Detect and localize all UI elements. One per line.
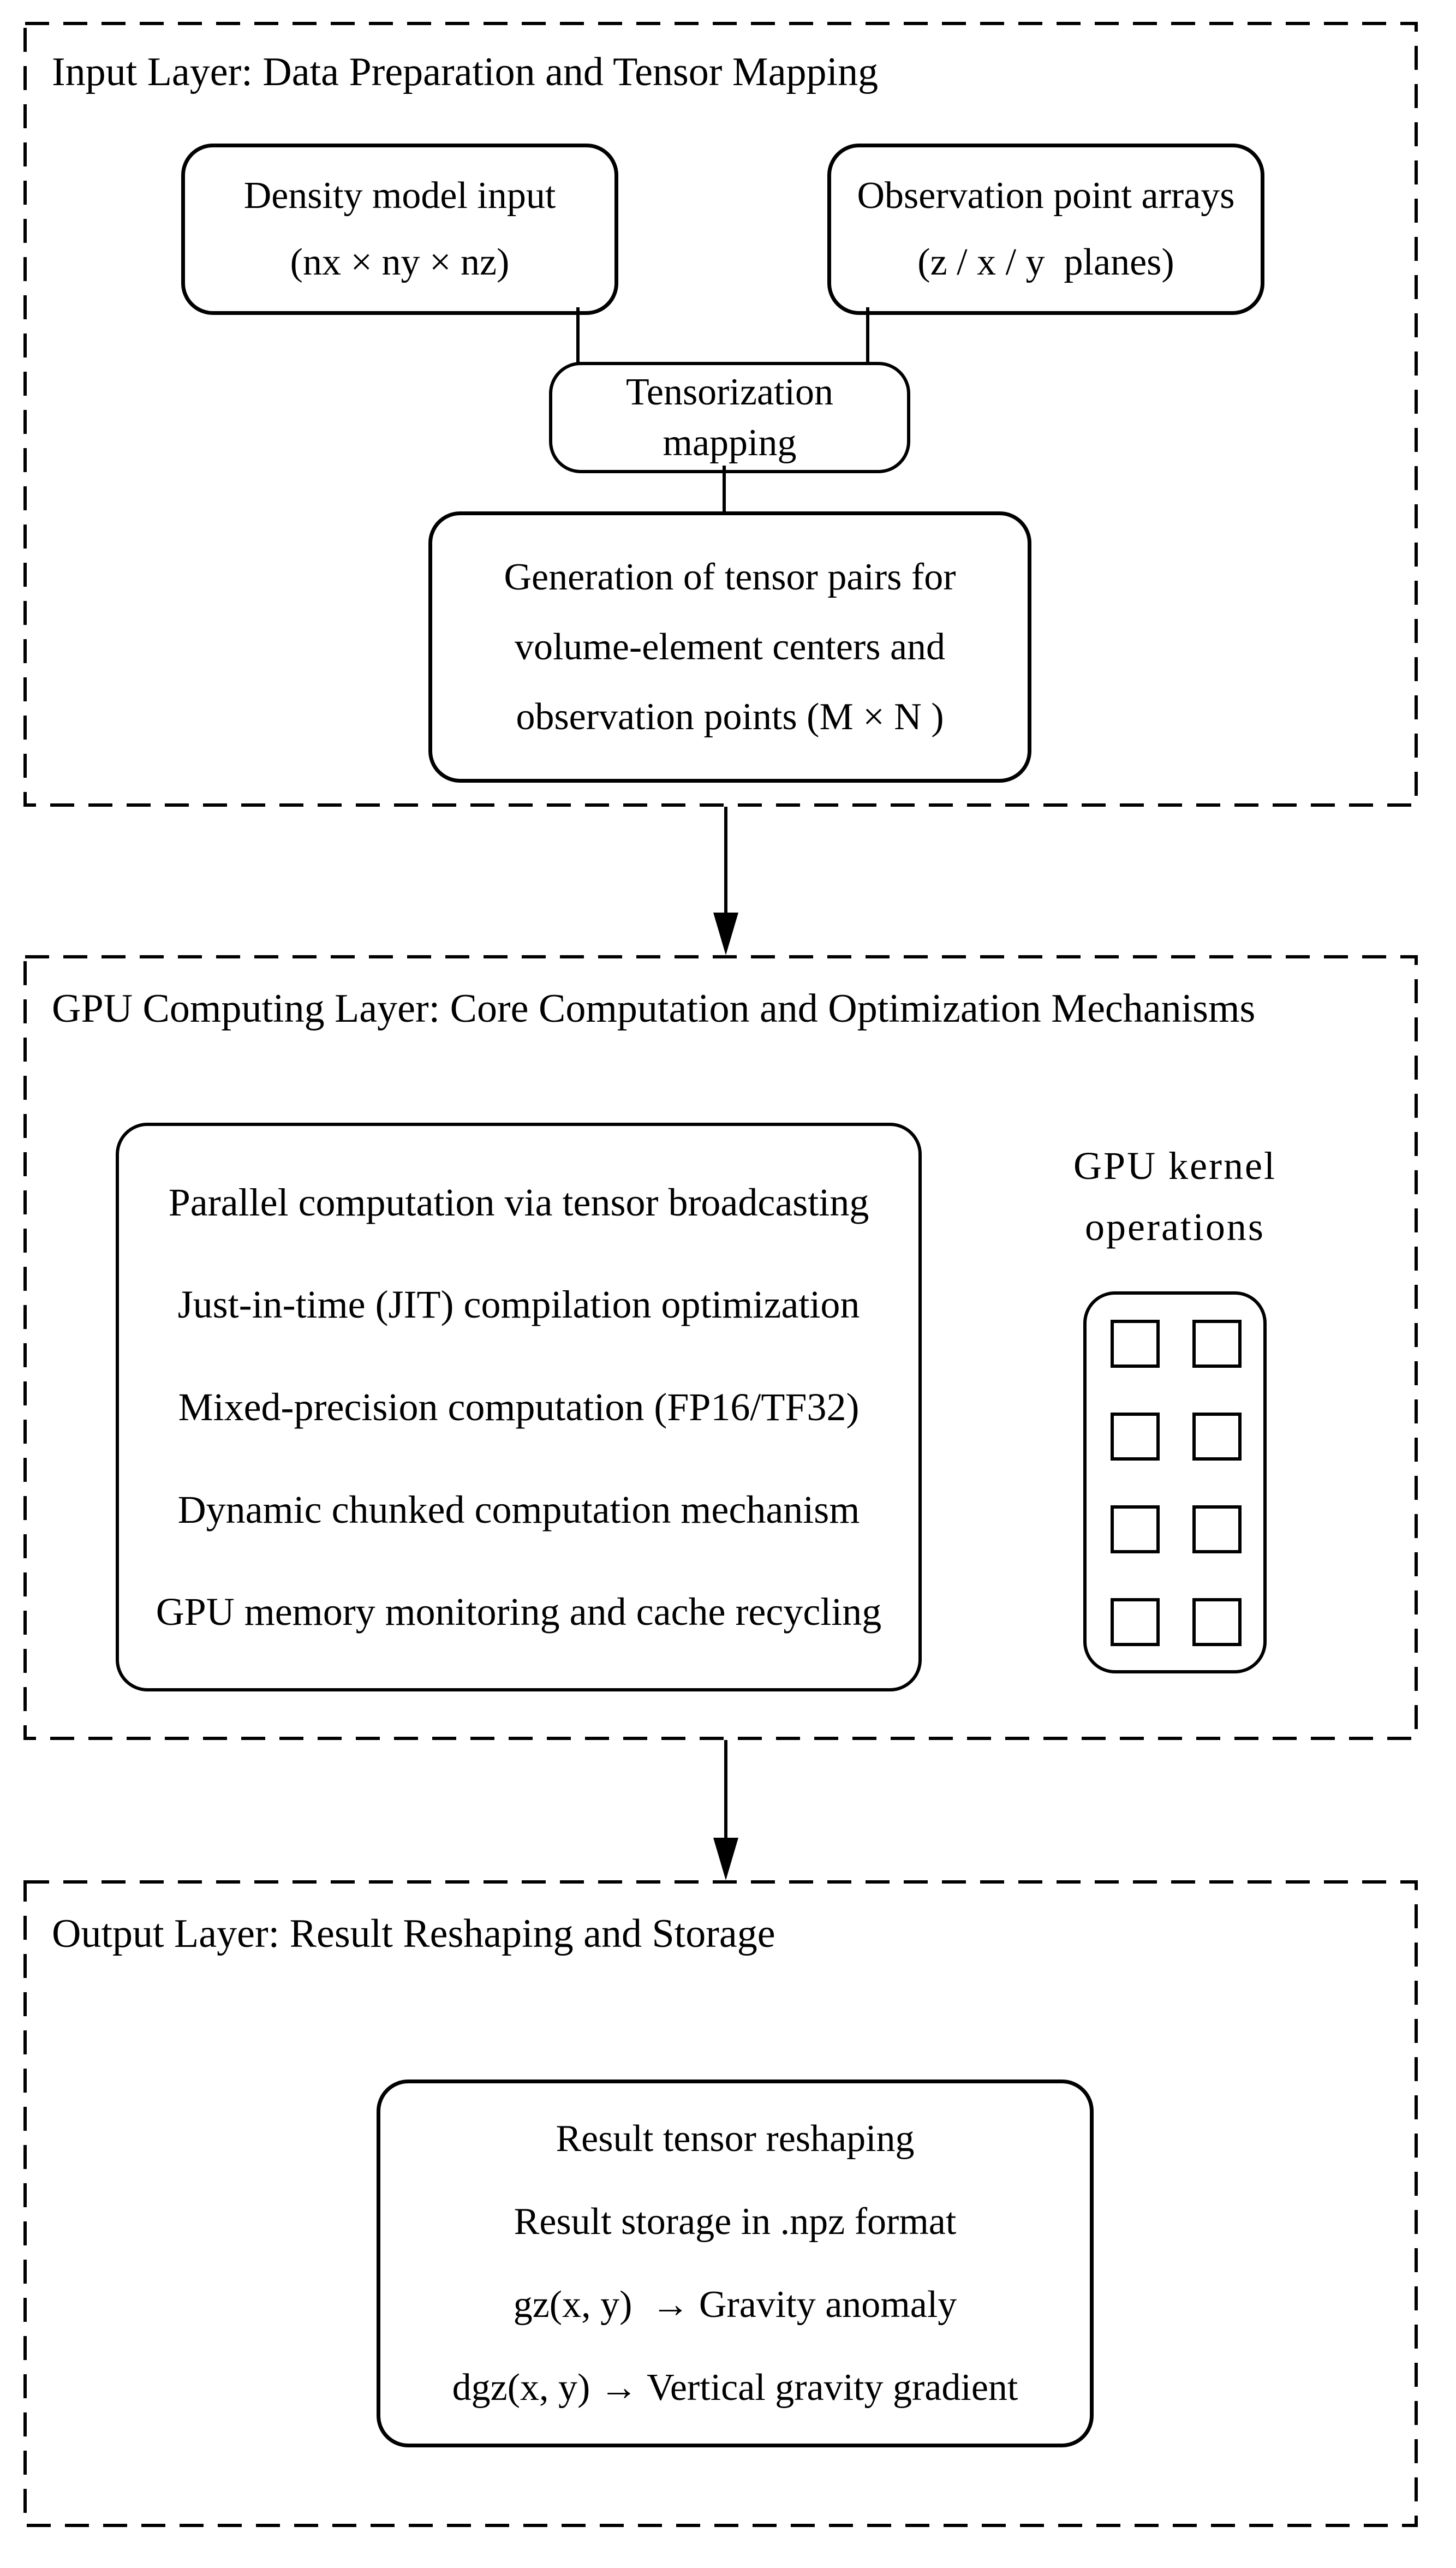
observation-node-line2: (z / x / y planes) (917, 241, 1174, 283)
gpu-layer-title: GPU Computing Layer: Core Computation an… (52, 986, 1256, 1031)
output-layer-title: Output Layer: Result Reshaping and Stora… (52, 1911, 775, 1956)
gpu-optimizations-node: Parallel computation via tensor broadcas… (116, 1123, 922, 1691)
gpu-core-cell-icon (1111, 1413, 1160, 1461)
tensorization-node-line1: Tensorization (626, 371, 833, 413)
gpu-optimization-item: GPU memory monitoring and cache recyclin… (156, 1590, 882, 1634)
result-node-line1: Result tensor reshaping (556, 2118, 915, 2160)
connector-observation-to-tensorization (866, 307, 869, 363)
density-node-line1: Density model input (243, 175, 556, 217)
flow-arrow-gpu-to-output-head-icon (713, 1838, 738, 1880)
gpu-chip-icon (1083, 1291, 1267, 1673)
connector-density-to-tensorization (576, 307, 580, 363)
output-layer-section: Output Layer: Result Reshaping and Stora… (23, 1880, 1418, 2527)
result-node-line4: dgz(x, y) → Vertical gravity gradient (452, 2367, 1018, 2409)
connector-tensorization-to-generation (723, 466, 726, 513)
gpu-optimization-item: Parallel computation via tensor broadcas… (168, 1180, 869, 1224)
generation-node-line1: Generation of tensor pairs for (504, 556, 956, 598)
gpu-core-cell-icon (1192, 1505, 1242, 1553)
flow-arrow-gpu-to-output-shaft (724, 1740, 727, 1839)
gpu-optimization-item: Dynamic chunked computation mechanism (177, 1487, 860, 1532)
gpu-core-cell-icon (1111, 1505, 1160, 1553)
generation-node-line3: observation points (M × N ) (516, 695, 944, 738)
flow-arrow-input-to-gpu-shaft (724, 807, 727, 914)
input-layer-section: Input Layer: Data Preparation and Tensor… (23, 22, 1418, 807)
gpu-core-cell-icon (1192, 1413, 1242, 1461)
gpu-kernel-operations-label: GPU kernel operations (1006, 1135, 1344, 1258)
generation-node-line2: volume-element centers and (514, 625, 946, 668)
tensorization-node-line2: mapping (663, 422, 797, 464)
tensor-pair-generation-node: Generation of tensor pairs for volume-el… (428, 511, 1031, 783)
gpu-core-cell-icon (1192, 1598, 1242, 1646)
gpu-kernel-label-line2: operations (1085, 1205, 1265, 1249)
gpu-core-cell-icon (1111, 1320, 1160, 1368)
flow-arrow-input-to-gpu-head-icon (713, 913, 738, 955)
gpu-optimization-item: Just-in-time (JIT) compilation optimizat… (177, 1283, 860, 1327)
gpu-kernel-label-line1: GPU kernel (1073, 1144, 1276, 1188)
gpu-core-cell-icon (1111, 1598, 1160, 1646)
density-model-input-node: Density model input (nx × ny × nz) (181, 144, 618, 315)
observation-point-arrays-node: Observation point arrays (z / x / y plan… (827, 144, 1264, 315)
tensorization-mapping-node: Tensorization mapping (549, 362, 910, 473)
gpu-core-cell-icon (1192, 1320, 1242, 1368)
result-node-line2: Result storage in .npz format (514, 2201, 957, 2243)
observation-node-line1: Observation point arrays (857, 175, 1235, 217)
gpu-core-grid (1087, 1295, 1263, 1646)
gpu-optimization-item: Mixed-precision computation (FP16/TF32) (178, 1385, 860, 1429)
result-node-line3: gz(x, y) → Gravity anomaly (513, 2284, 957, 2326)
gpu-computing-layer-section: GPU Computing Layer: Core Computation an… (23, 955, 1418, 1740)
input-layer-title: Input Layer: Data Preparation and Tensor… (52, 50, 879, 94)
result-output-node: Result tensor reshaping Result storage i… (377, 2080, 1094, 2447)
density-node-line2: (nx × ny × nz) (290, 241, 510, 283)
